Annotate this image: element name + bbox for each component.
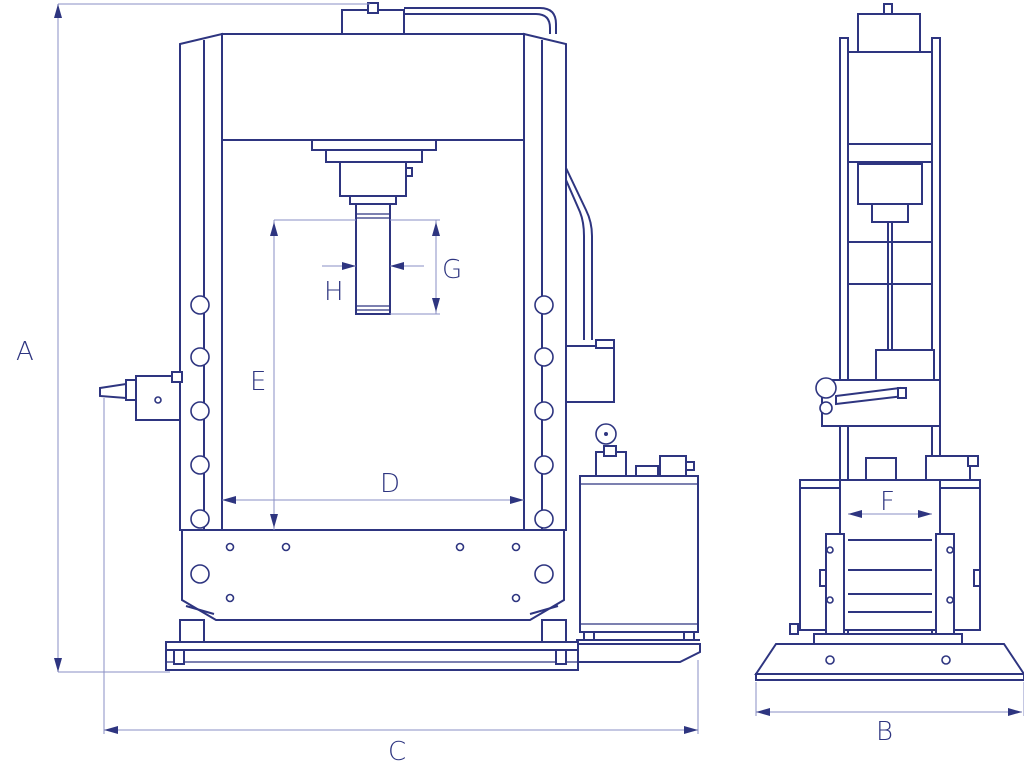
base-rail [165, 641, 579, 651]
dimension-labels: A C B D E F G H [16, 255, 895, 767]
front-view [99, 2, 701, 671]
right-column-holes [534, 295, 554, 529]
hydraulic-pump-unit [576, 423, 701, 663]
ram-body [339, 161, 407, 197]
piston-rod [355, 203, 391, 315]
side-valve-block [565, 345, 615, 403]
label-a: A [16, 337, 34, 367]
label-h: H [324, 277, 344, 307]
label-d: D [380, 469, 400, 499]
label-f: F [880, 487, 895, 517]
label-c: C [388, 737, 406, 767]
top-beam [221, 33, 525, 141]
dimension-lines [54, 3, 1024, 734]
left-column-holes [190, 295, 210, 529]
side-hose [565, 167, 593, 340]
side-base [754, 643, 1024, 675]
press-bed [181, 529, 565, 621]
side-top-cylinder [857, 13, 921, 53]
left-valve-handle [99, 371, 183, 421]
top-hose [404, 7, 557, 34]
side-view [754, 3, 1024, 681]
ram-plate [311, 139, 437, 151]
label-b: B [876, 717, 893, 747]
label-g: G [442, 255, 462, 285]
right-column [523, 32, 567, 531]
label-e: E [250, 367, 266, 397]
